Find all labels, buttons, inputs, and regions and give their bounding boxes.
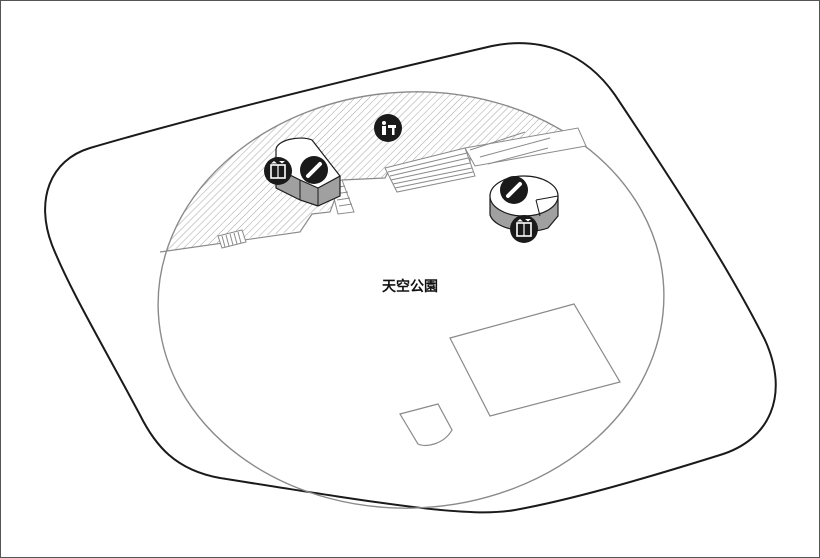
park-ellipse (157, 91, 665, 509)
stairs-center (384, 147, 476, 193)
restroom-icon[interactable] (374, 114, 402, 142)
ramps-upper-right (464, 127, 587, 167)
escalator-icon[interactable] (500, 176, 528, 204)
lawn-area (449, 303, 621, 417)
elevator-icon[interactable] (510, 215, 538, 243)
stairs-left (217, 229, 247, 249)
elevator-icon[interactable] (264, 157, 292, 185)
escalator-icon[interactable] (300, 156, 328, 184)
area-label: 天空公園 (382, 278, 438, 295)
pond-shape (399, 403, 453, 447)
